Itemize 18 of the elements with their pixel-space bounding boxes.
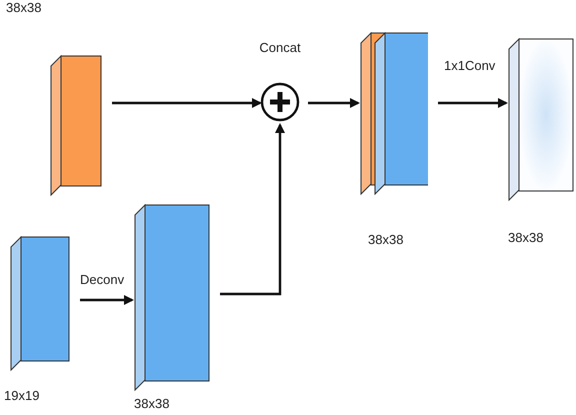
arrow [438, 98, 508, 108]
size-label: 38x38 [508, 230, 544, 245]
feature-map [508, 38, 574, 202]
feature-map [50, 55, 102, 197]
feature-map [360, 32, 428, 196]
arrow [80, 295, 134, 305]
size-label: 38x38 [134, 396, 170, 411]
feature-map [10, 236, 70, 372]
arrow [308, 98, 360, 108]
size-label: 38x38 [368, 232, 404, 247]
arrow [112, 98, 262, 108]
edge-label: 1x1Conv [442, 58, 498, 73]
edge-label: Deconv [78, 272, 126, 287]
arrow [220, 123, 285, 296]
node-label: Concat [258, 40, 302, 57]
size-label: 38x38 [6, 0, 42, 15]
size-label: 19x19 [4, 388, 40, 403]
feature-map [134, 204, 210, 392]
